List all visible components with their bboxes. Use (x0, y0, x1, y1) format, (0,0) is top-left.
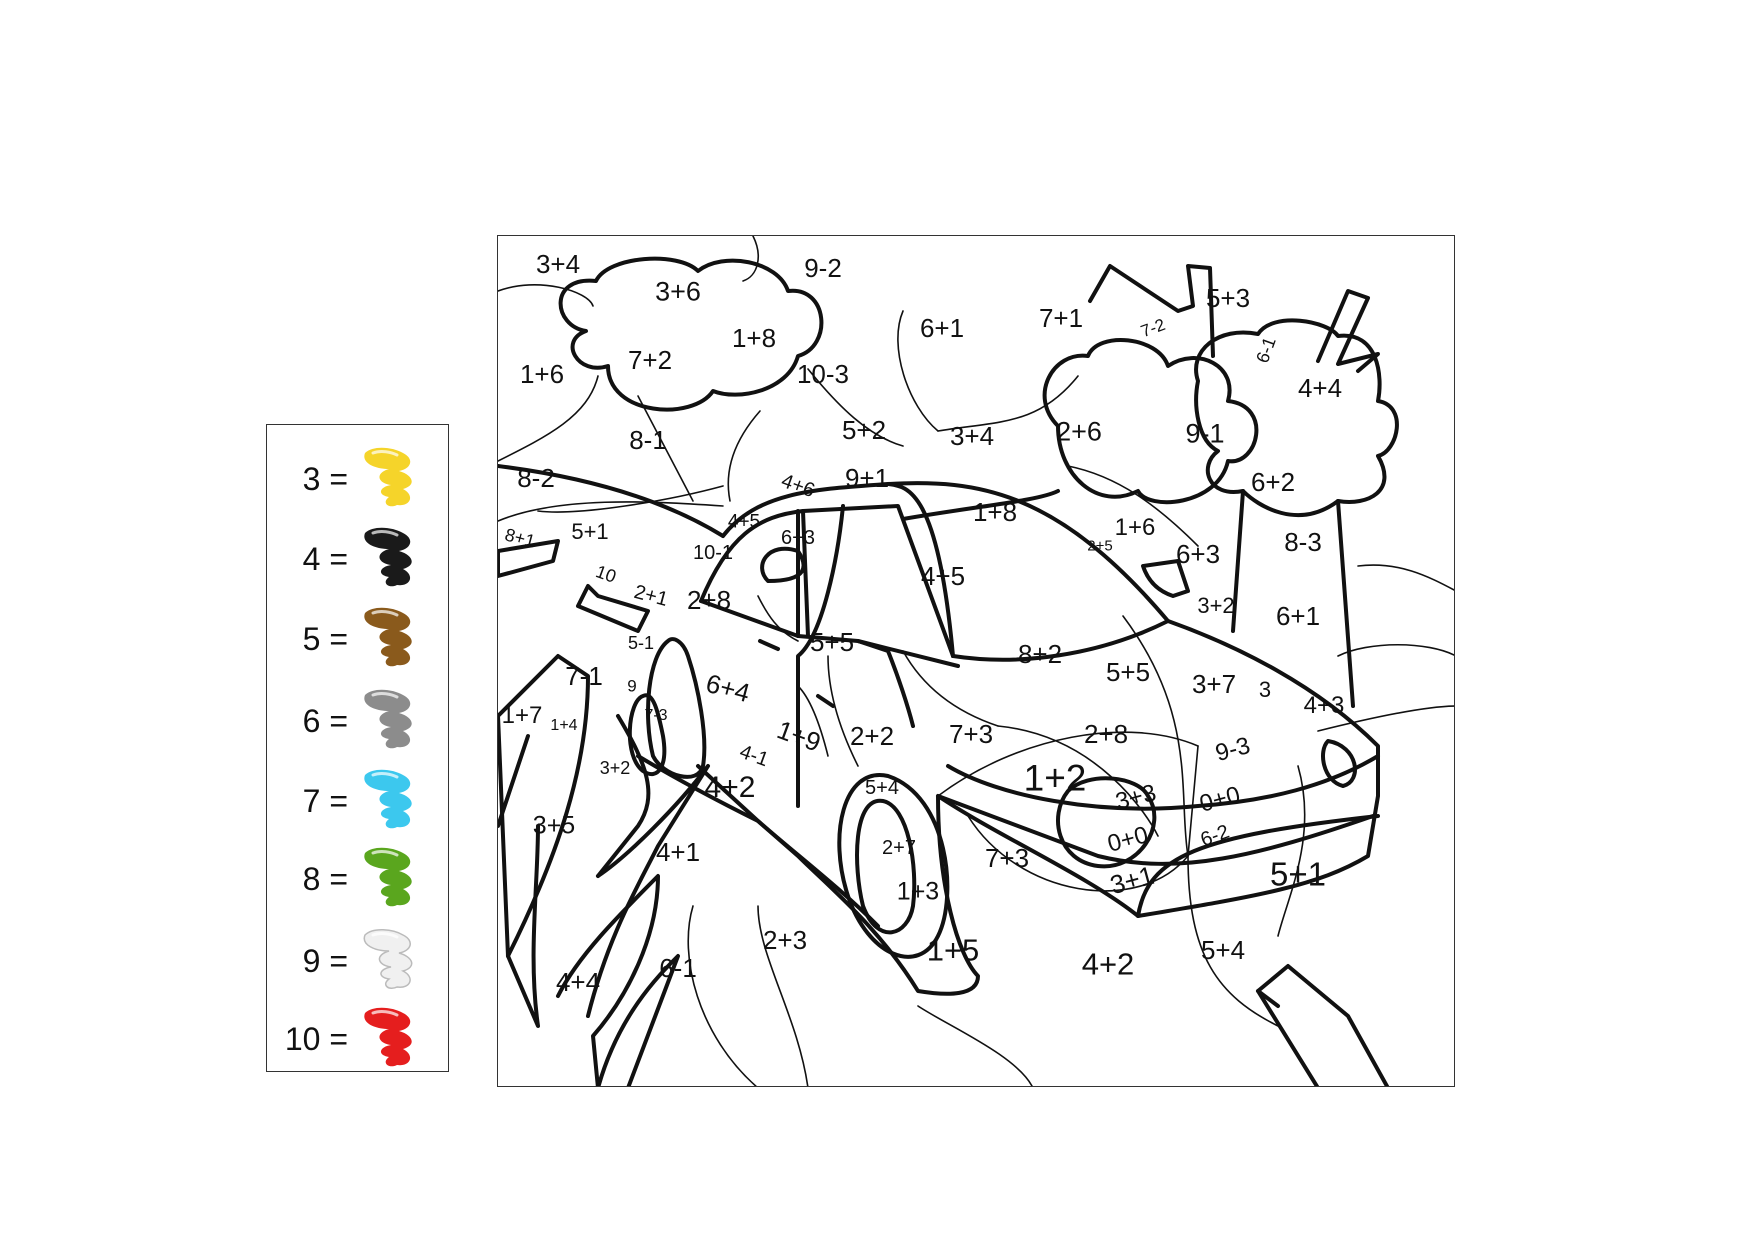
region-equation-label: 5+2 (841, 415, 887, 445)
region-equation-label: 1+7 (501, 702, 543, 729)
legend-number: 7 = (302, 783, 348, 819)
region-equation-label: 2+7 (882, 837, 916, 859)
region-equation-label: 9 (627, 676, 637, 696)
region-equation-label: 6-1 (659, 953, 697, 983)
region-equation-label: 7+1 (1038, 303, 1084, 333)
region-equation-label: 2+8 (1083, 719, 1129, 749)
region-equation-label: 8-3 (1284, 527, 1322, 557)
region-equation-label: 4+2 (1081, 946, 1135, 982)
region-equation-label: 7-3 (644, 707, 668, 724)
region-equation-label: 1+8 (731, 323, 777, 353)
legend-number: 5 = (302, 621, 348, 657)
region-equation-label: 3+4 (949, 421, 995, 451)
green-paint-swatch-icon (364, 847, 412, 907)
region-equation-label: 3+2 (599, 758, 631, 778)
white-paint-swatch-icon (363, 929, 413, 990)
region-equation-label: 1+3 (896, 877, 940, 906)
region-equation-label: 6+1 (1275, 601, 1321, 631)
color-key-panel: 3 = 4 = 5 = 6 = 7 = 8 = 9 = 10 = (266, 424, 449, 1072)
legend-number: 8 = (302, 861, 348, 897)
region-equation-label: 3+6 (655, 276, 701, 307)
legend-number: 6 = (302, 703, 348, 739)
legend-number: 4 = (302, 541, 348, 577)
region-equation-label: 1+8 (972, 497, 1018, 527)
region-equation-label: 9-1 (1185, 418, 1225, 449)
light-blue-paint-swatch-icon (364, 769, 412, 829)
legend-number: 10 = (284, 1021, 348, 1057)
region-equation-label: 5+3 (1205, 283, 1251, 313)
region-equation-label: 4+3 (1303, 692, 1345, 719)
region-equation-label: 8+2 (1017, 639, 1063, 669)
region-equation-label: 5+1 (571, 519, 609, 544)
legend-row-9: 9 = (267, 921, 448, 1001)
region-equation-label: 7+3 (948, 719, 994, 749)
region-equation-label: 1+2 (1023, 757, 1087, 799)
legend-row-8: 8 = (267, 839, 448, 919)
region-equation-label: 1+6 (519, 359, 565, 389)
legend-number: 3 = (302, 461, 348, 497)
region-equation-label: 6+3 (1175, 539, 1221, 569)
region-equation-label: 5+1 (1270, 855, 1326, 893)
region-equation-label: 2+8 (686, 585, 732, 615)
region-equation-label: 2+2 (849, 721, 895, 751)
region-equation-label: 7+2 (627, 345, 673, 375)
region-equation-label: 8-1 (629, 425, 667, 455)
region-equation-label: 6+3 (781, 527, 815, 549)
legend-row-10: 10 = (267, 999, 448, 1079)
region-equation-label: 2+3 (762, 925, 808, 955)
yellow-paint-swatch-icon (364, 447, 412, 507)
region-equation-label: 4+1 (655, 837, 701, 867)
region-equation-label: 8-2 (517, 463, 555, 493)
region-equation-label: 6+1 (919, 313, 965, 343)
region-equation-label: 5-1 (627, 633, 655, 653)
region-equation-label: 4+5 (727, 511, 761, 533)
region-equation-label: 6+2 (1250, 467, 1296, 497)
region-equation-label: 3+2 (1197, 593, 1235, 618)
car-scene-line-art (498, 236, 1454, 1086)
region-equation-label: 1+5 (926, 932, 980, 968)
region-equation-label: 7-1 (565, 661, 603, 691)
region-equation-label: 9+1 (844, 463, 890, 493)
legend-row-3: 3 = (267, 439, 448, 519)
legend-number: 9 = (302, 943, 348, 979)
legend-row-5: 5 = (267, 599, 448, 679)
region-equation-label: 4+4 (555, 967, 601, 997)
region-equation-label: 9-2 (804, 253, 842, 283)
region-equation-label: 3 (1258, 677, 1272, 702)
region-equation-label: 4+2 (704, 771, 756, 804)
legend-row-6: 6 = (267, 681, 448, 761)
region-equation-label: 4+4 (1297, 373, 1343, 403)
region-equation-label: 10-1 (692, 542, 734, 564)
region-equation-label: 4+5 (920, 561, 966, 591)
red-paint-swatch-icon (364, 1007, 412, 1067)
region-equation-label: 5+4 (1200, 935, 1246, 965)
region-equation-label: 1+6 (1114, 514, 1156, 541)
region-equation-label: 10-3 (796, 359, 850, 389)
region-equation-label: 3+4 (535, 249, 581, 279)
region-equation-label: 3+5 (532, 811, 576, 840)
region-equation-label: 5+5 (809, 627, 855, 657)
region-equation-label: 5+5 (1105, 657, 1151, 687)
legend-row-4: 4 = (267, 519, 448, 599)
region-equation-label: 2+5 (1087, 537, 1113, 555)
brown-paint-swatch-icon (364, 607, 412, 667)
region-equation-label: 7+3 (984, 843, 1030, 873)
region-equation-label: 1+4 (550, 717, 578, 734)
thick-outlines (498, 256, 1399, 1086)
region-equation-label: 3+7 (1191, 669, 1237, 699)
region-equation-label: 5+4 (865, 777, 899, 799)
gray-paint-swatch-icon (364, 689, 412, 749)
region-equation-label: 2+6 (1056, 416, 1102, 447)
legend-row-7: 7 = (267, 761, 448, 841)
black-paint-swatch-icon (364, 527, 412, 587)
